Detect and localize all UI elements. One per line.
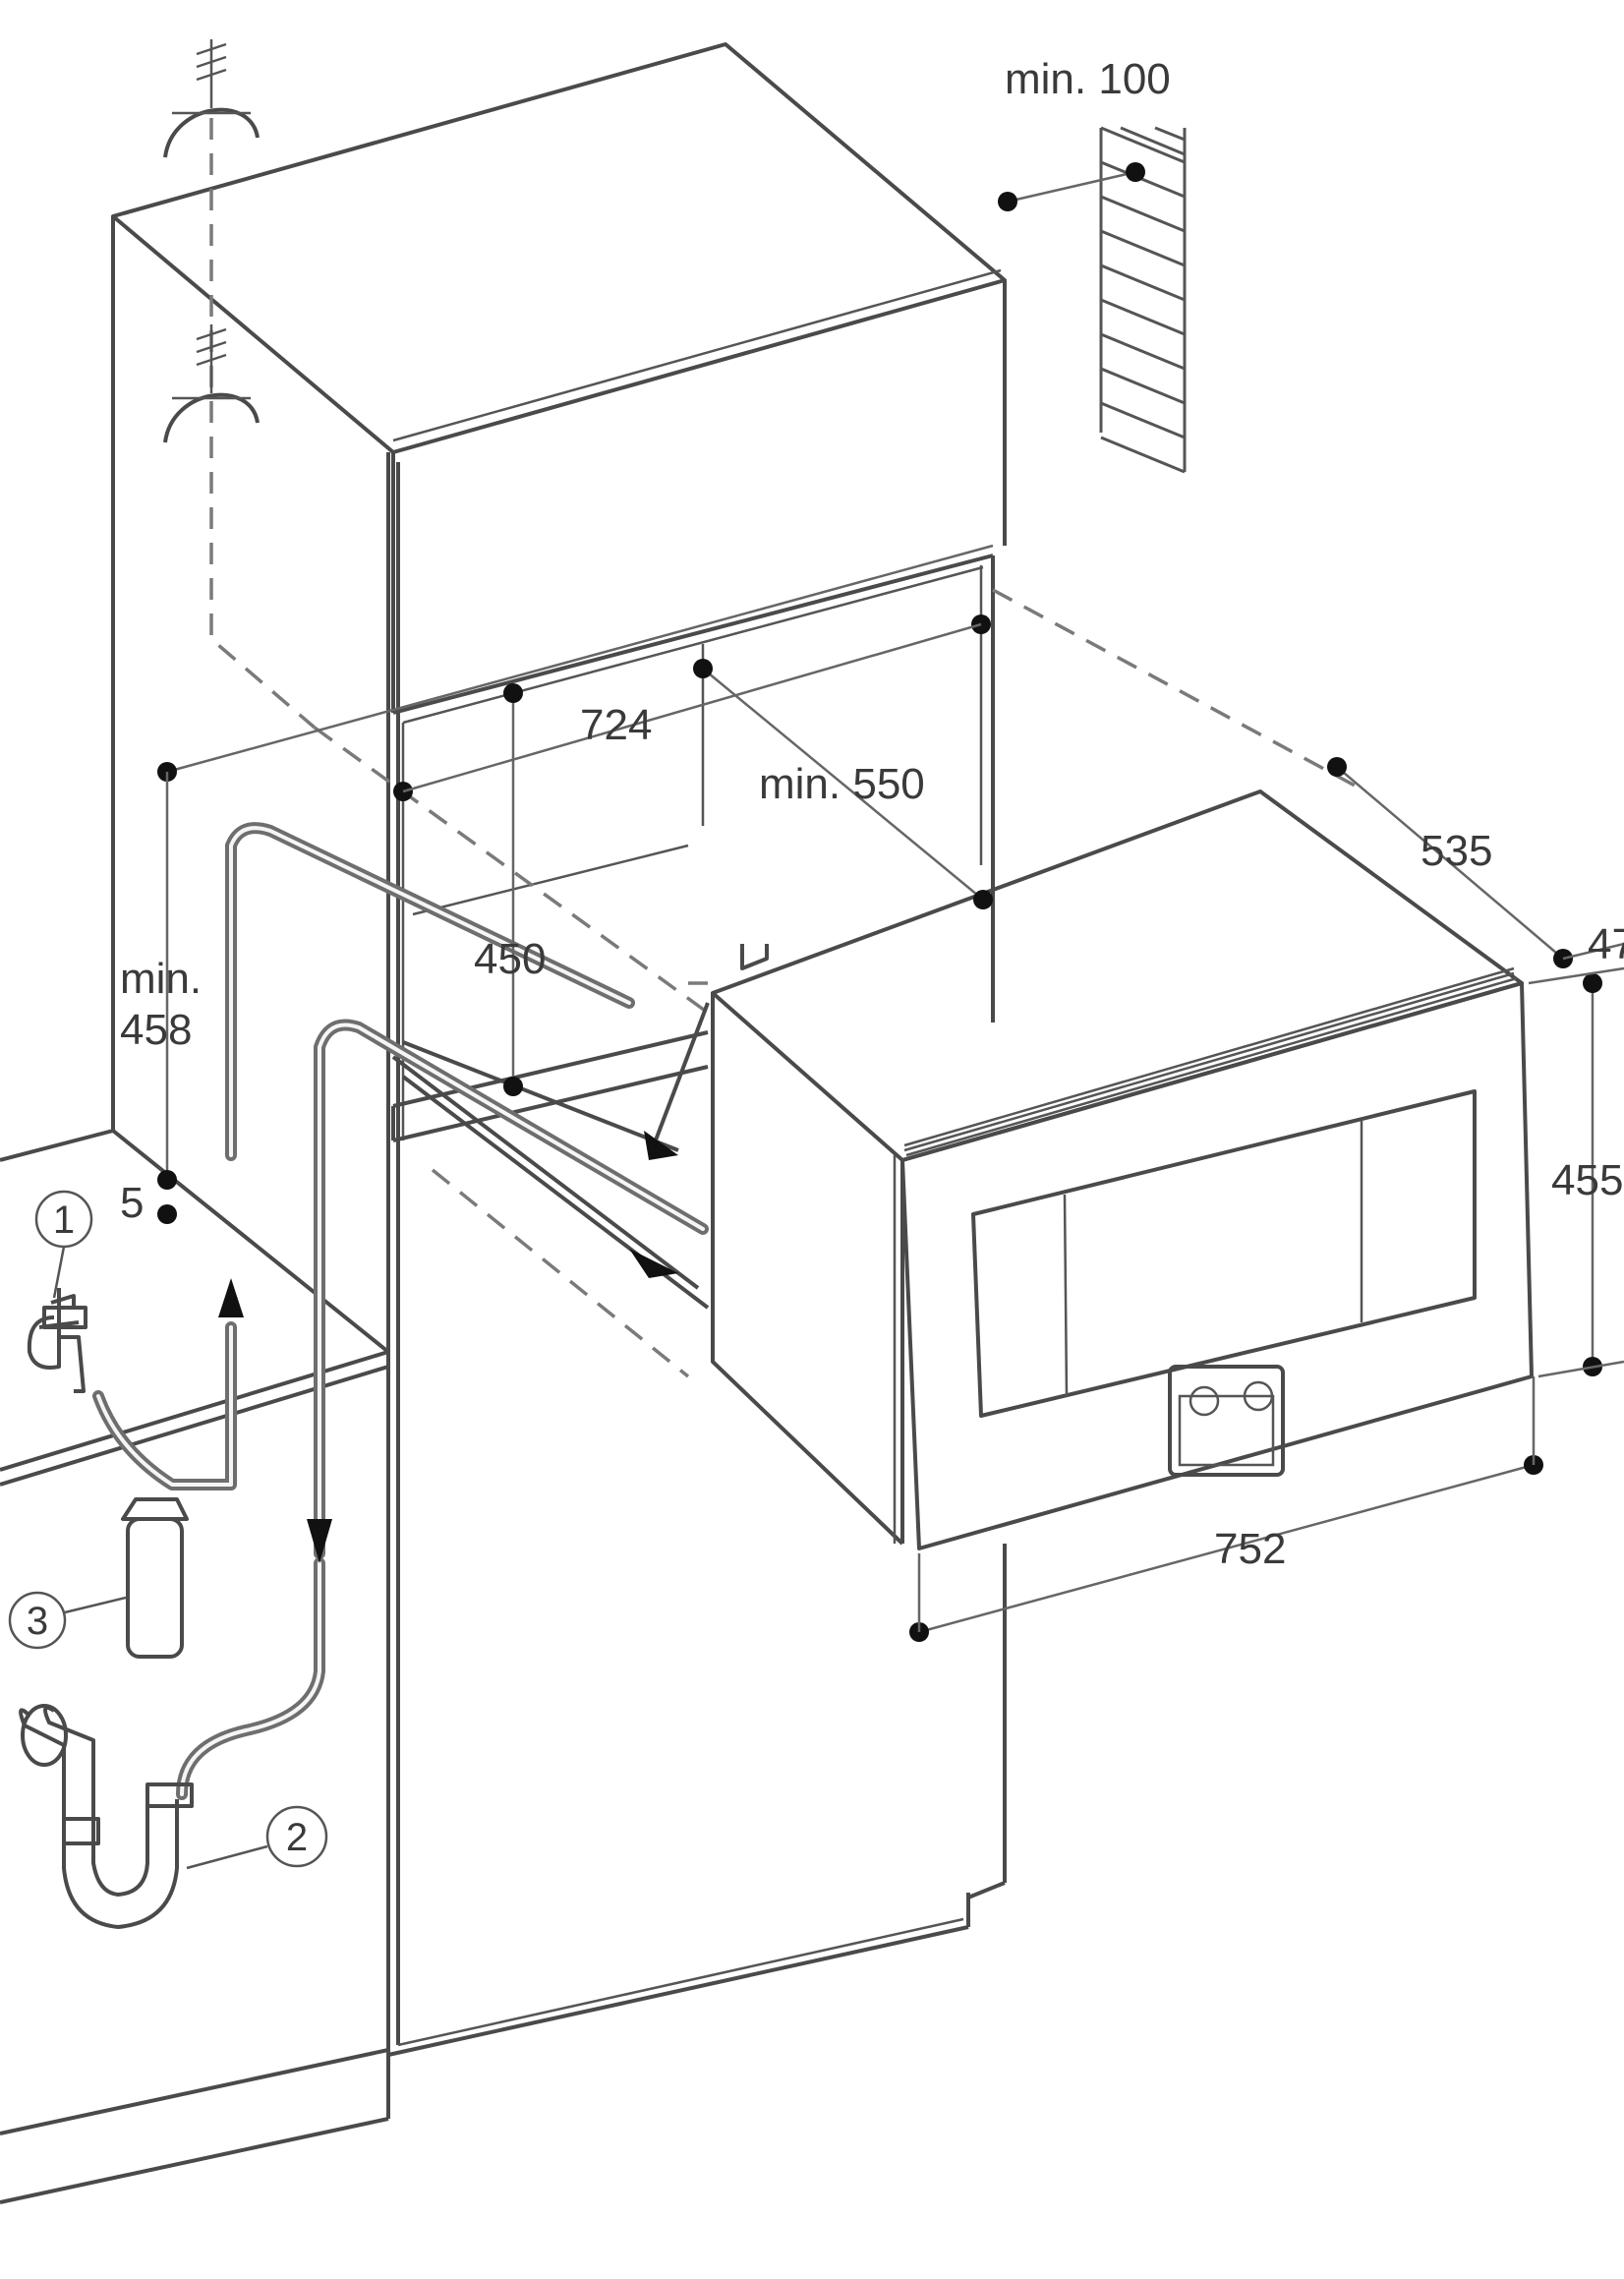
drain-hose: [176, 1019, 709, 1800]
callout-1-label: 1: [53, 1198, 75, 1242]
inlet-hose: [92, 822, 635, 1490]
dim-752: 752: [1214, 1525, 1286, 1573]
callout-2-label: 2: [286, 1816, 308, 1859]
callout-2: 2: [186, 1805, 328, 1870]
dim-5: 5: [120, 1179, 144, 1227]
water-tap: [27, 1288, 87, 1393]
appliance: [711, 789, 1534, 1550]
dim-min-label: min.: [120, 955, 202, 1003]
dim-535: 535: [1421, 827, 1492, 875]
siphon: [19, 1704, 194, 1929]
dimension-labels: min. 100 724 min. 550 535 47 450 min. 45…: [120, 55, 1624, 1573]
callout-3-label: 3: [27, 1600, 48, 1643]
callout-3: 3: [8, 1591, 127, 1650]
insertion-arrows: [391, 1002, 710, 1310]
dim-450: 450: [474, 935, 546, 983]
hidden-lines: [209, 118, 1358, 1378]
dimension-lines: [157, 162, 1624, 1642]
service-symbol-middle: [163, 324, 260, 443]
dim-458: 458: [120, 1006, 192, 1054]
filter-cartridge: [121, 1497, 189, 1659]
callout-1: 1: [34, 1190, 93, 1299]
dim-724: 724: [580, 701, 652, 749]
dim-47: 47: [1588, 920, 1624, 968]
dim-455: 455: [1551, 1156, 1623, 1204]
service-symbol-top: [163, 39, 260, 158]
tall-cabinet: [111, 42, 1007, 2057]
wall-hatch: [1099, 126, 1187, 474]
dim-min-550: min. 550: [759, 760, 925, 808]
dim-min-100: min. 100: [1005, 55, 1171, 103]
